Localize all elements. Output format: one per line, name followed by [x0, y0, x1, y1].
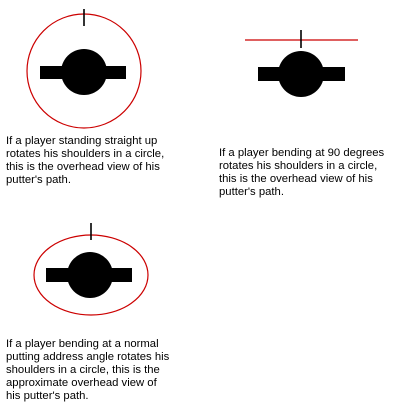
diagram-standing-straight-up: [26, 9, 142, 129]
caption-bending-90-degrees: If a player bending at 90 degrees rotate…: [219, 147, 385, 198]
diagram-normal-address-angle: [33, 223, 149, 316]
caption-standing-straight-up: If a player standing straight up rotates…: [6, 135, 165, 186]
head: [61, 49, 107, 95]
diagram-bending-90-degrees: [245, 30, 358, 97]
head: [278, 51, 324, 97]
head: [67, 252, 113, 298]
caption-normal-address-angle: If a player bending at a normal putting …: [6, 338, 170, 402]
